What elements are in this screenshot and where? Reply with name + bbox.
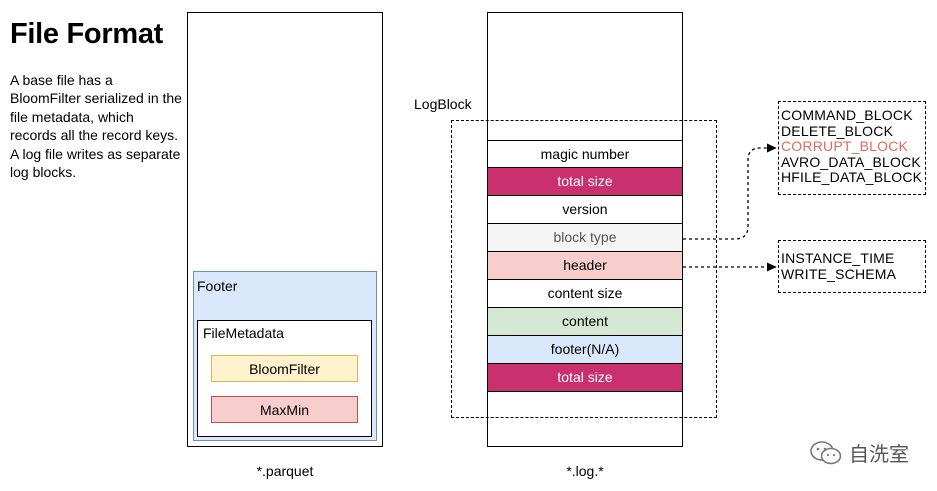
logblock-label: LogBlock <box>414 96 472 112</box>
watermark-text: 自洗室 <box>849 444 909 466</box>
log-row-content-size: content size <box>487 280 683 308</box>
description-text: A base file has a BloomFilter serialized… <box>10 72 182 181</box>
header-type-item: INSTANCE_TIME <box>781 250 895 266</box>
log-row-total-size: total size <box>487 168 683 196</box>
block-type-item: HFILE_DATA_BLOCK <box>781 169 923 185</box>
block-type-arrow <box>683 143 777 240</box>
log-row-footer-n-a: footer(N/A) <box>487 336 683 364</box>
log-row-content: content <box>487 308 683 336</box>
wechat-icon <box>810 440 842 464</box>
log-row-block-type: block type <box>487 224 683 252</box>
log-row-version: version <box>487 196 683 224</box>
block-type-enum-box <box>778 101 926 195</box>
log-row-total-size: total size <box>487 364 683 392</box>
parquet-footer-label: Footer <box>197 278 238 294</box>
block-type-item: DELETE_BLOCK <box>781 122 894 139</box>
parquet-caption: *.parquet <box>256 463 314 479</box>
max-min-chip: MaxMin <box>211 396 358 423</box>
logblock-dashed-frame <box>451 120 717 418</box>
log-row-header: header <box>487 252 683 280</box>
bloom-filter-chip: BloomFilter <box>211 355 358 382</box>
header-type-item: WRITE_SCHEMA <box>781 265 897 282</box>
log-caption: *.log.* <box>566 463 604 479</box>
block-type-item: CORRUPT_BLOCK <box>781 138 909 154</box>
block-type-item: AVRO_DATA_BLOCK <box>781 153 921 170</box>
block-type-item: COMMAND_BLOCK <box>781 107 913 123</box>
page-title: File Format <box>10 18 163 50</box>
file-metadata-label: FileMetadata <box>203 325 284 341</box>
log-row-magic-number: magic number <box>487 140 683 168</box>
watermark: 自洗室 <box>809 438 909 467</box>
header-enum-box <box>778 240 926 293</box>
